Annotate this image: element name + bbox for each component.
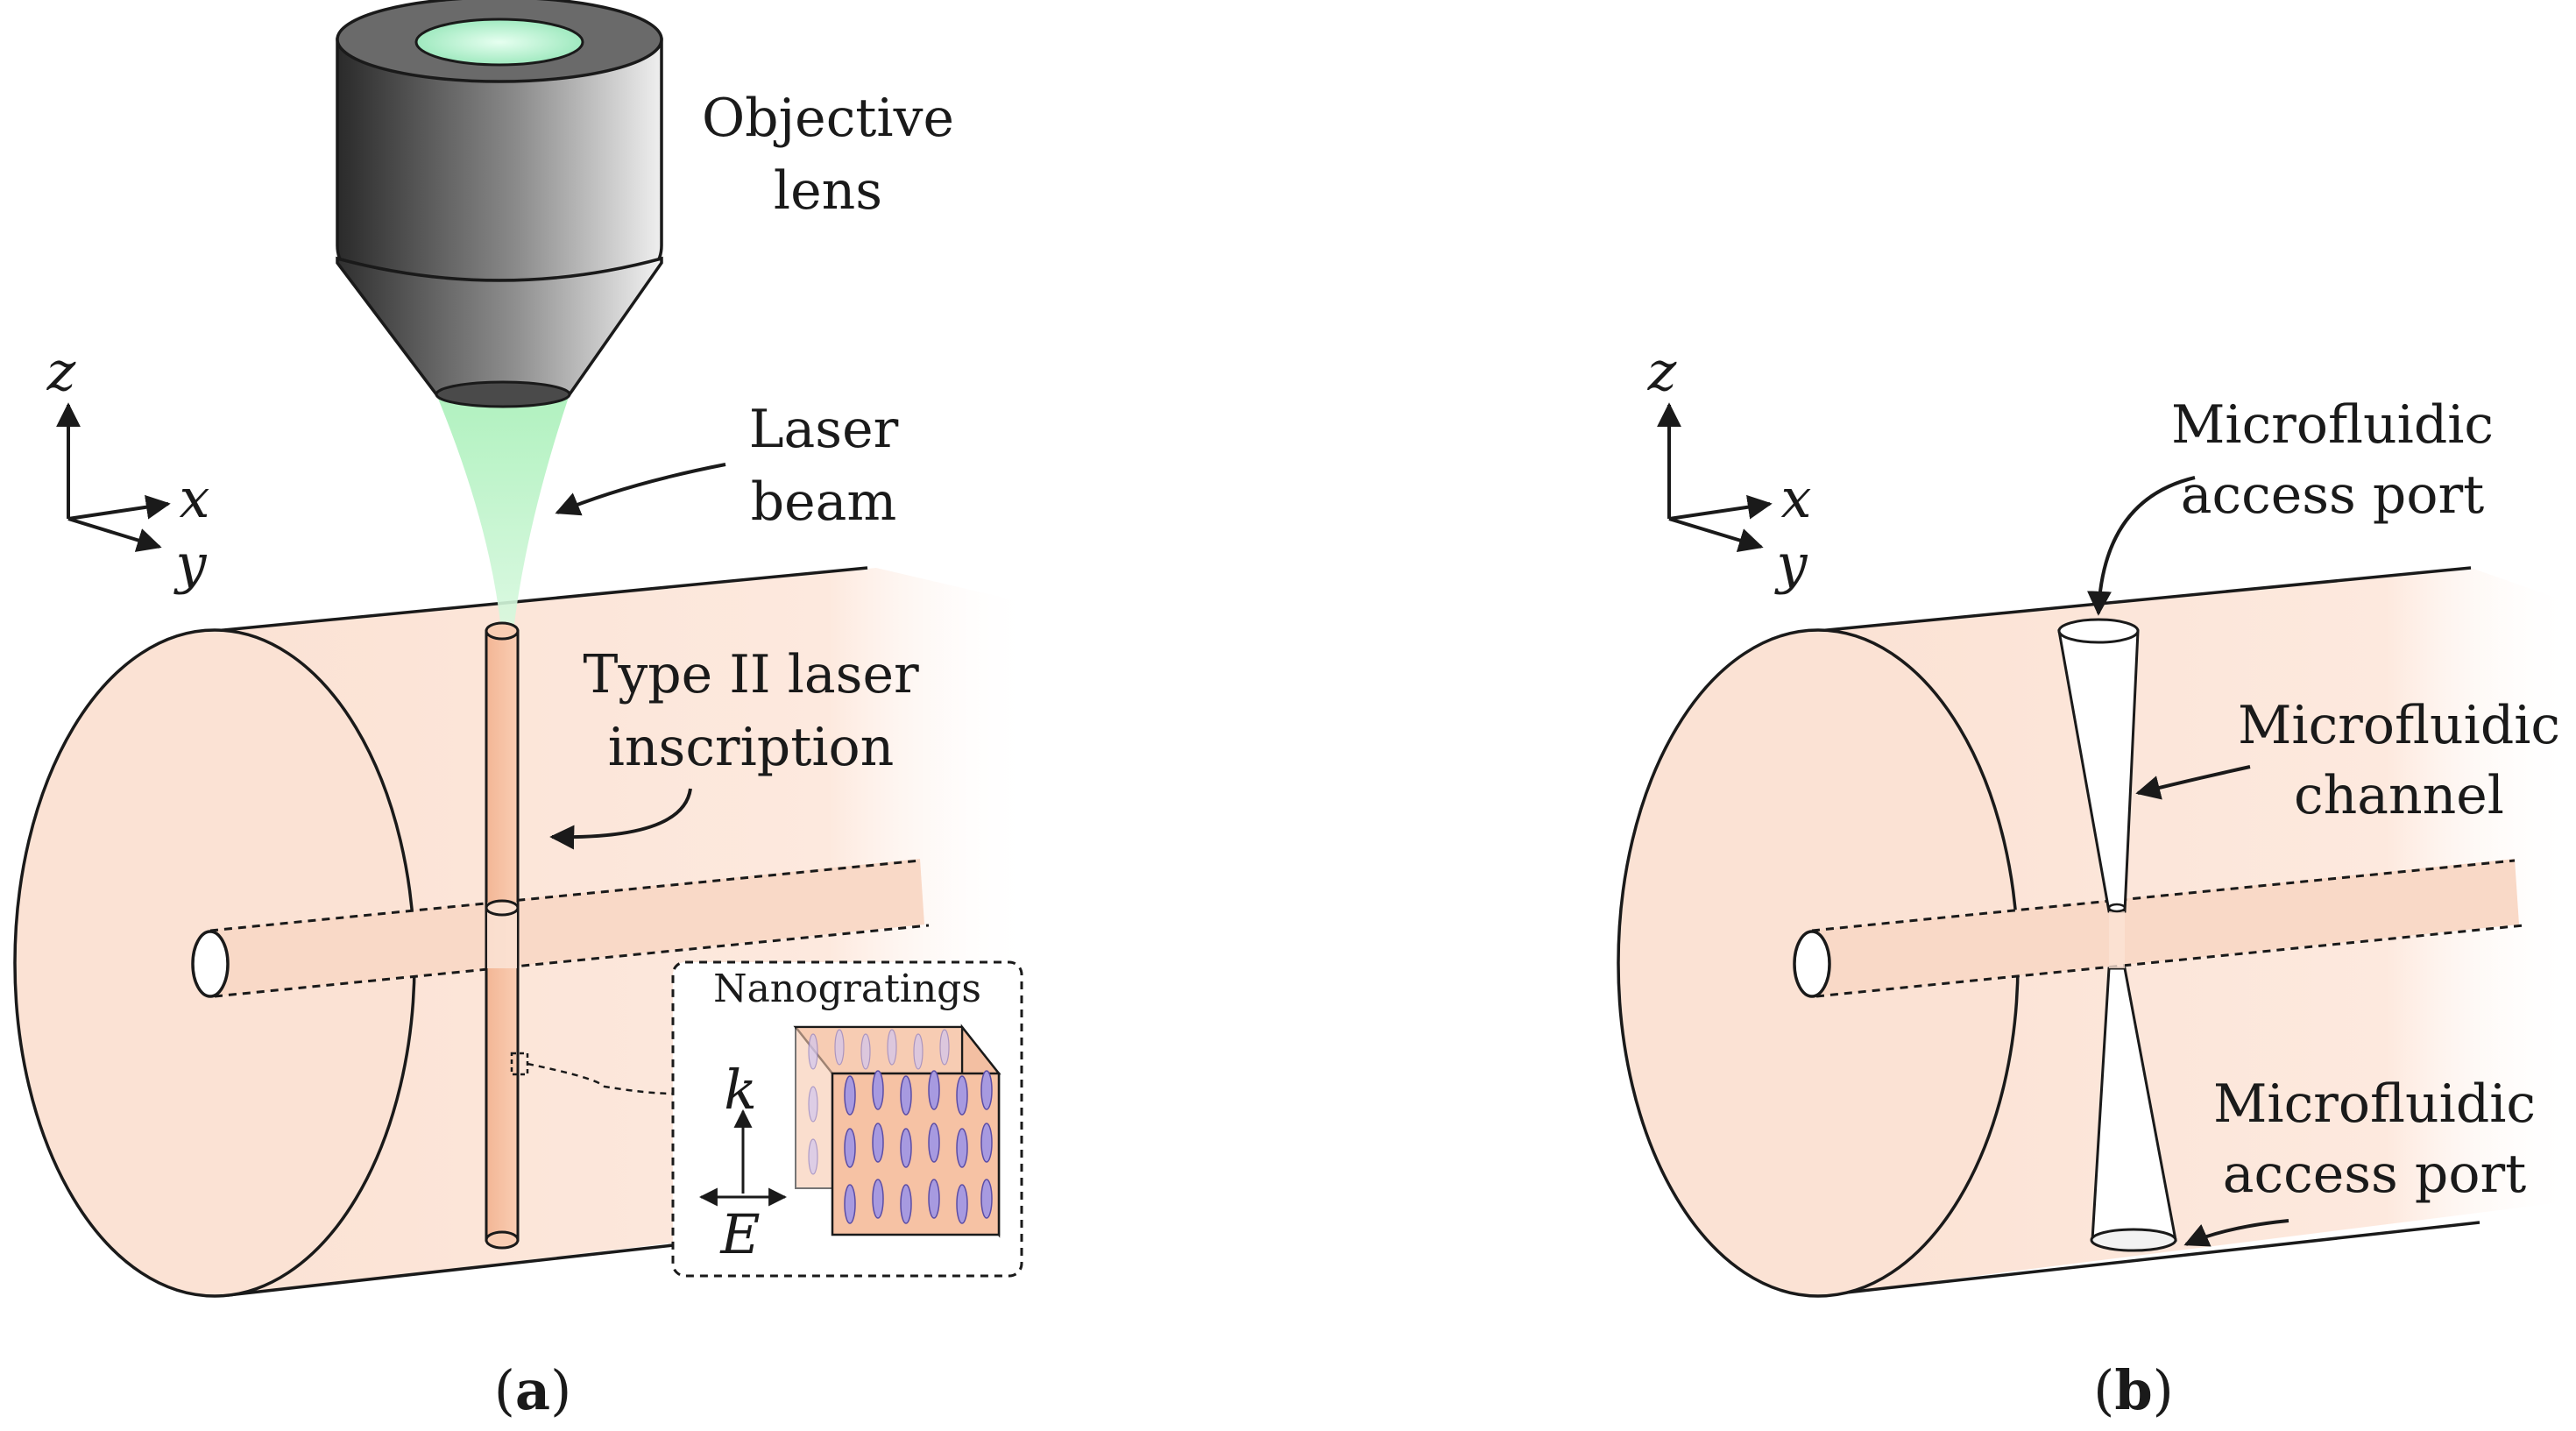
- axis-y-label-b: y: [1773, 532, 1808, 596]
- caption-b: (b): [2093, 1358, 2174, 1422]
- fiber-core-b: [1793, 859, 2524, 998]
- fiber-core-a: [191, 859, 930, 998]
- laser-beam-label-1: Laser: [749, 399, 899, 460]
- caption-a-letter: a: [515, 1358, 550, 1422]
- axis-x-label: x: [180, 466, 210, 530]
- inscription-arrow: [549, 788, 692, 850]
- axis-z-label-b: z: [1647, 339, 1677, 403]
- microfluidic-channel-shape: [2057, 618, 2177, 1252]
- caption-a-open: (: [494, 1358, 515, 1422]
- inscription-label-2: inscription: [608, 717, 895, 778]
- nanogratings-inset: Nanogratings k E: [671, 960, 1023, 1278]
- channel-arrow: [2135, 765, 2251, 800]
- panel-a: Objective lens Laser beam Type II laser …: [13, 0, 1034, 1422]
- channel-label-1: Microfluidic: [2238, 695, 2560, 756]
- port-bottom-label-1: Microfluidic: [2213, 1073, 2536, 1135]
- axis-y-label: y: [173, 532, 207, 596]
- laser-beam: [436, 394, 570, 631]
- caption-a: (a): [494, 1358, 572, 1422]
- channel-label-2: channel: [2294, 765, 2504, 826]
- panel-b: Microfluidic access port Microfluidic ch…: [1617, 339, 2576, 1422]
- caption-a-close: ): [550, 1358, 571, 1422]
- port-top-label-1: Microfluidic: [2171, 394, 2494, 456]
- caption-b-letter: b: [2114, 1358, 2152, 1422]
- port-top-arrow: [2086, 476, 2196, 616]
- k-label: k: [724, 1058, 757, 1122]
- axes-b: z x y: [1647, 339, 1812, 596]
- caption-b-close: ): [2153, 1358, 2174, 1422]
- axis-x-label-b: x: [1781, 466, 1812, 530]
- nanogratings-title: Nanogratings: [713, 967, 981, 1011]
- inscription-label-1: Type II laser: [583, 644, 919, 705]
- port-top-label-2: access port: [2181, 464, 2484, 526]
- nanograting-cube: [793, 1024, 1001, 1238]
- laser-beam-label-2: beam: [751, 471, 897, 533]
- port-bottom-arrow: [2183, 1219, 2289, 1247]
- objective-lens: [336, 0, 663, 408]
- inscription-rod: [485, 621, 674, 1250]
- axes-a: z x y: [46, 339, 210, 596]
- objective-lens-label-2: lens: [774, 160, 882, 222]
- axis-z-label: z: [46, 339, 76, 403]
- port-bottom-label-2: access port: [2223, 1144, 2526, 1205]
- laser-beam-arrow: [555, 463, 726, 516]
- objective-lens-label-1: Objective: [702, 88, 954, 149]
- e-label: E: [719, 1202, 760, 1266]
- caption-b-open: (: [2093, 1358, 2114, 1422]
